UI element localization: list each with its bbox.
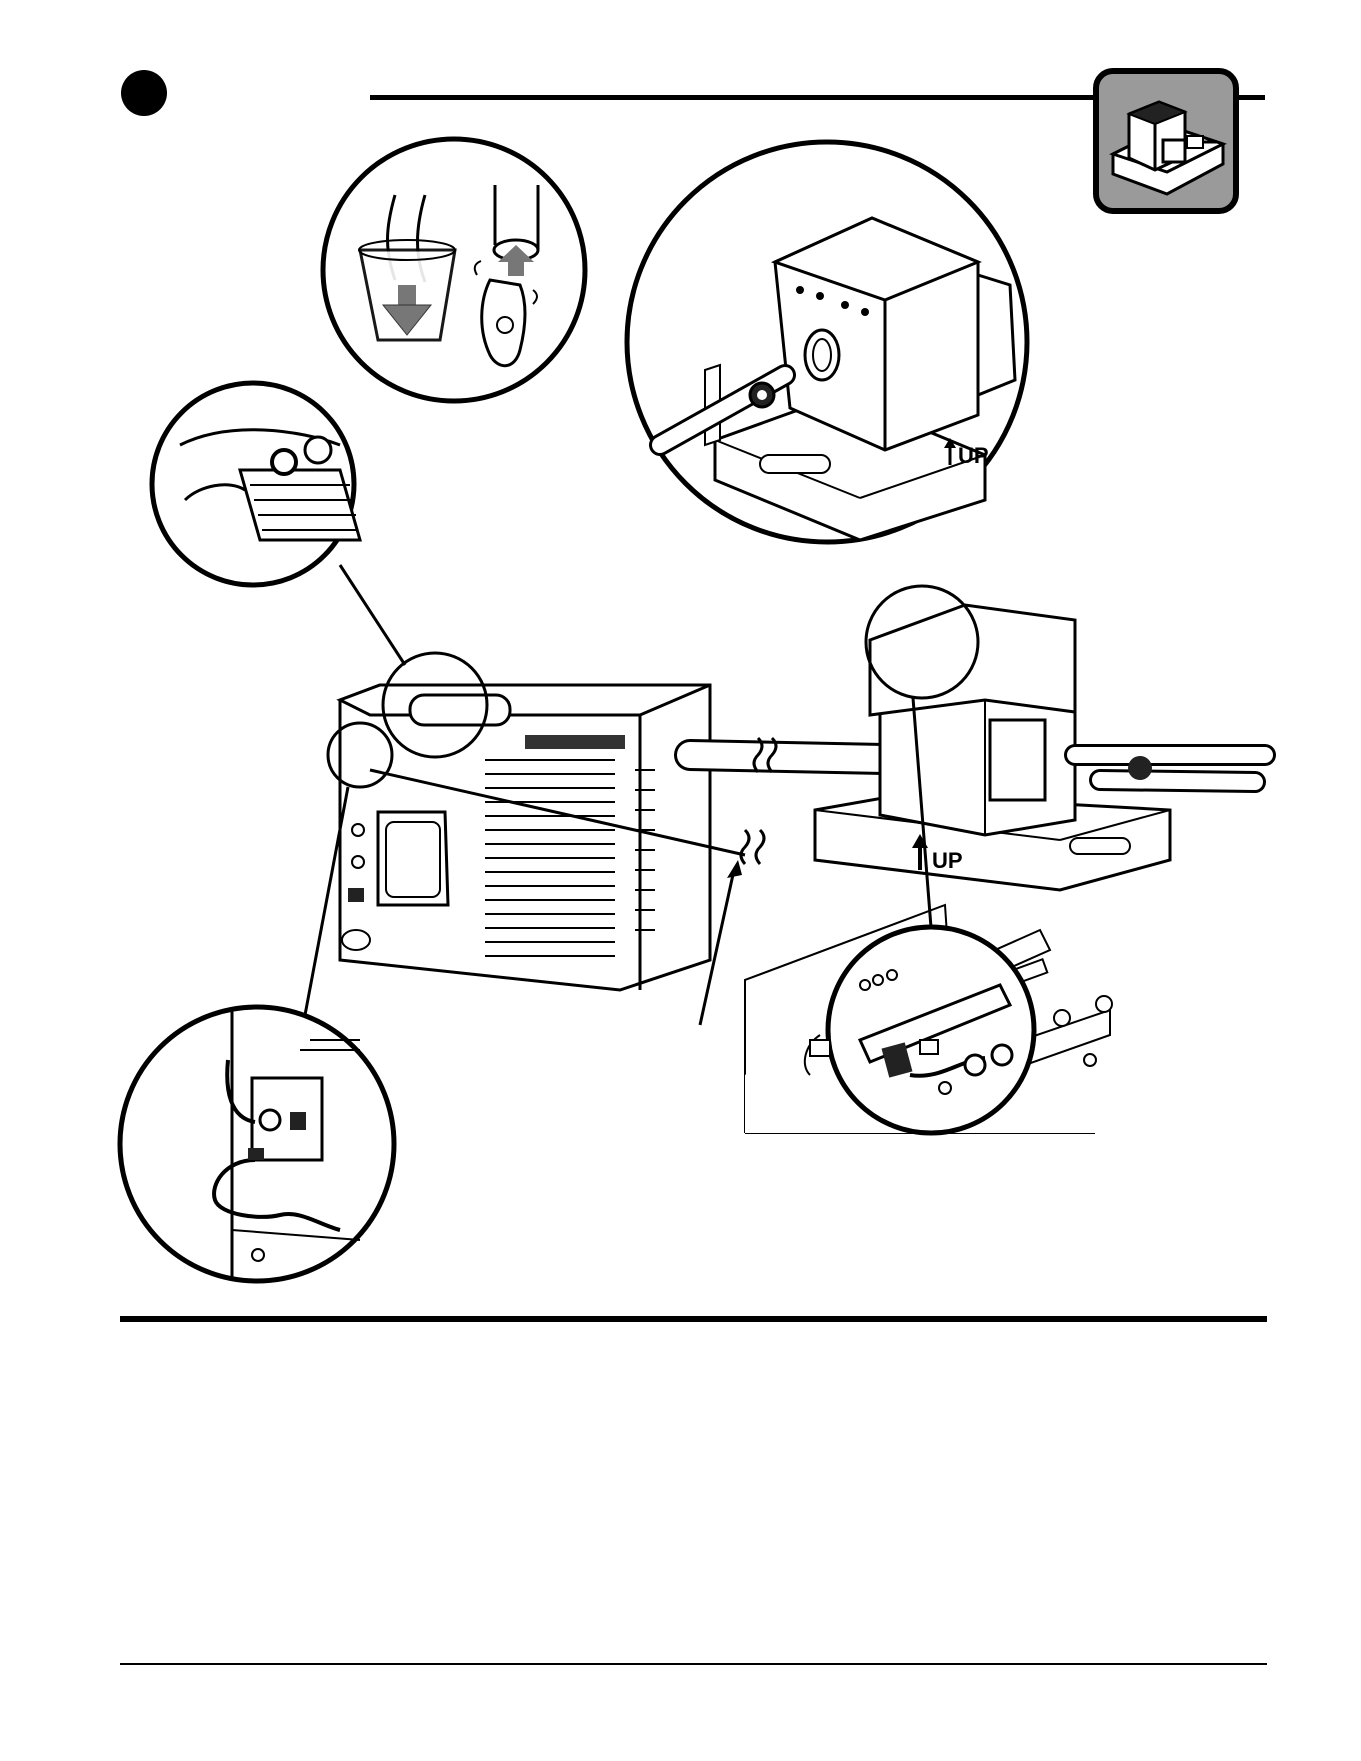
hose-clamp-icon	[750, 383, 774, 407]
callout-compressor-box: UP	[627, 142, 1027, 542]
callout-cord-detail	[120, 1007, 394, 1281]
callout-water-test	[323, 139, 585, 401]
compressor-on-tray: UP	[815, 605, 1265, 890]
main-unit	[340, 685, 710, 990]
up-arrow-label-small: UP	[958, 443, 989, 468]
leader-line-hose-clamp	[340, 565, 405, 665]
section-rule	[120, 1316, 1267, 1322]
footer-rule	[120, 1663, 1267, 1665]
up-arrow-label-large: UP	[932, 848, 963, 873]
callout-hose-clamp	[152, 383, 360, 585]
callout-terminal-detail	[745, 905, 1112, 1133]
